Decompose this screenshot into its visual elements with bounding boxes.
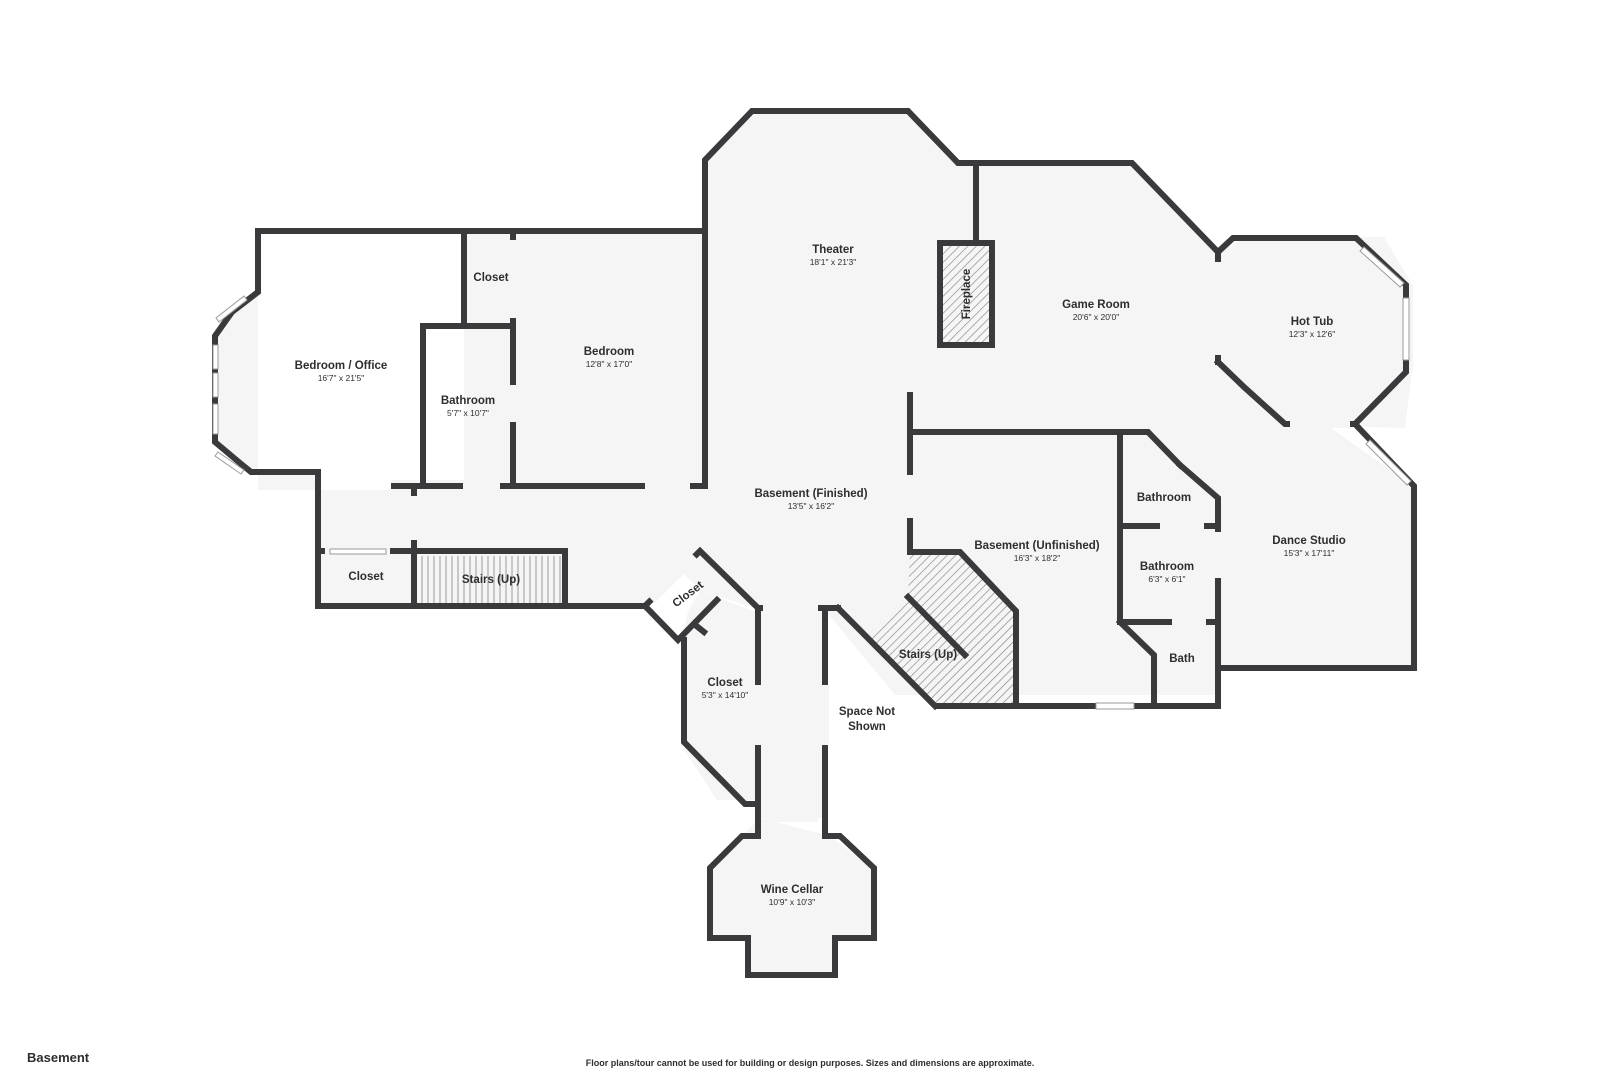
wine-cellar-dims: 10'9" x 10'3" xyxy=(769,897,816,907)
bathroom-mid-dims: 6'3" x 6'1" xyxy=(1148,574,1185,584)
basement-unfinished-dims: 16'3" x 18'2" xyxy=(1014,553,1061,563)
bath-name: Bath xyxy=(1169,653,1195,665)
game-room-name: Game Room xyxy=(1062,299,1130,311)
bedroom-office-name: Bedroom / Office xyxy=(295,360,388,372)
bathroom-left-dims: 5'7" x 10'7" xyxy=(447,408,489,418)
basement-unfinished-name: Basement (Unfinished) xyxy=(974,540,1099,552)
space-not-shown-line1: Space Not xyxy=(839,706,895,718)
closet-lower-dims: 5'3" x 14'10" xyxy=(702,690,749,700)
game-room-dims: 20'6" x 20'0" xyxy=(1073,312,1120,322)
bedroom-name: Bedroom xyxy=(584,346,634,358)
bedroom-office-dims: 16'7" x 21'5" xyxy=(318,373,365,383)
stair-treads-left xyxy=(421,556,561,603)
windows xyxy=(212,246,1412,710)
dance-studio-dims: 15'3" x 17'11" xyxy=(1284,548,1335,558)
basement-finished-dims: 13'5" x 16'2" xyxy=(788,501,835,511)
dance-studio-name: Dance Studio xyxy=(1272,535,1345,547)
theater-name: Theater xyxy=(812,244,854,256)
bedroom-dims: 12'8" x 17'0" xyxy=(586,359,633,369)
stairs-right-name: Stairs (Up) xyxy=(899,649,957,661)
closet-lower-name: Closet xyxy=(707,677,742,689)
closet-top-name: Closet xyxy=(473,272,508,284)
bathroom-mid-name: Bathroom xyxy=(1140,561,1194,573)
stairs-left-name: Stairs (Up) xyxy=(462,574,520,586)
fireplace-label: Fireplace xyxy=(961,269,973,320)
theater-dims: 18'1" x 21'3" xyxy=(810,257,857,267)
bathroom-small-name: Bathroom xyxy=(1137,492,1191,504)
hot-tub-dims: 12'3" x 12'6" xyxy=(1289,329,1336,339)
stairs-left-treads xyxy=(418,552,565,604)
floor-label: Basement xyxy=(27,1050,90,1065)
wine-cellar-name: Wine Cellar xyxy=(761,884,824,896)
disclaimer: Floor plans/tour cannot be used for buil… xyxy=(585,1058,1035,1068)
basement-finished-name: Basement (Finished) xyxy=(754,488,867,500)
fireplace xyxy=(937,240,995,348)
closet-left-name: Closet xyxy=(348,571,383,583)
space-not-shown-line2: Shown xyxy=(848,721,886,733)
bathroom-left-name: Bathroom xyxy=(441,395,495,407)
hot-tub-name: Hot Tub xyxy=(1291,316,1334,328)
